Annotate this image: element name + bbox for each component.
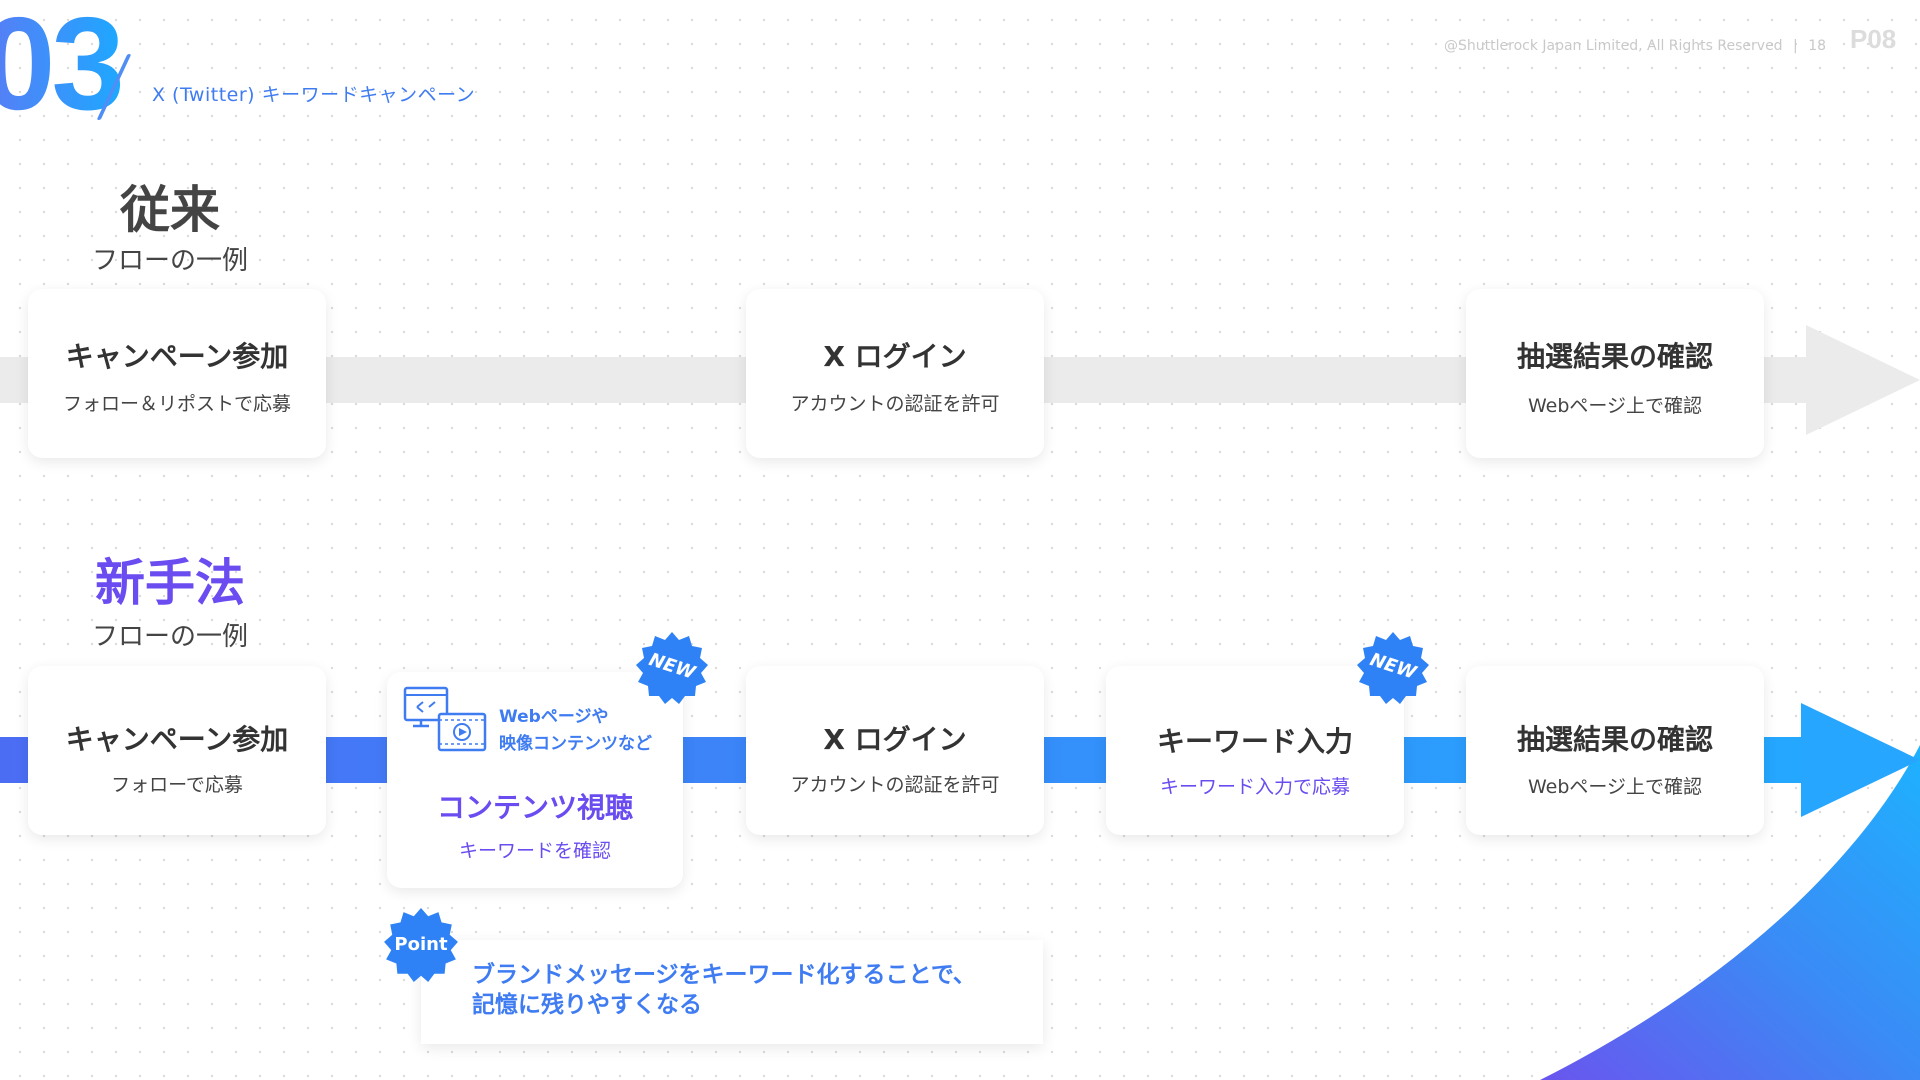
new-step-keyword-input: キーワード入力 キーワード入力で応募 [1106, 666, 1404, 835]
copyright-text: @Shuttlerock Japan Limited, All Rights R… [1444, 38, 1826, 54]
traditional-step-x-login: X ログイン アカウントの認証を許可 [746, 289, 1044, 458]
point-callout-text: ブランドメッセージをキーワード化することで、 記憶に残りやすくなる [472, 962, 976, 1018]
new-method-title: 新手法 [95, 554, 245, 612]
new-badge-icon: NEW [634, 630, 710, 706]
step-title: X ログイン [823, 723, 967, 756]
content-icon-caption: Webページや 映像コンテンツなど [499, 707, 652, 754]
new-flow-arrow-head [1801, 703, 1920, 817]
traditional-step-result: 抽選結果の確認 Webページ上で確認 [1466, 289, 1764, 458]
traditional-subtitle: フローの一例 [91, 246, 248, 276]
traditional-title: 従来 [120, 181, 220, 239]
browser-window-icon [403, 686, 487, 752]
point-badge-icon: Point [382, 906, 460, 984]
step-title: キャンペーン参加 [65, 340, 289, 373]
point-callout-box [421, 940, 1043, 1044]
point-badge-label: Point [394, 934, 448, 955]
page-number-small: 18 [1808, 38, 1827, 54]
new-step-x-login: X ログイン アカウントの認証を許可 [746, 666, 1044, 835]
step-title: 抽選結果の確認 [1516, 340, 1713, 373]
step-desc: Webページ上で確認 [1527, 395, 1703, 417]
step-title: キーワード入力 [1156, 725, 1353, 758]
step-desc: Webページ上で確認 [1527, 776, 1703, 798]
step-title: コンテンツ視聴 [436, 791, 633, 824]
new-step-campaign: キャンペーン参加 フォローで応募 [28, 666, 326, 835]
page-code: P08 [1850, 24, 1897, 54]
step-desc: フォローで応募 [111, 774, 243, 796]
traditional-flow-arrow-head [1806, 325, 1920, 435]
new-method-subtitle: フローの一例 [91, 622, 248, 652]
new-badge-icon: NEW [1355, 630, 1431, 706]
copyright-label: @Shuttlerock Japan Limited, All Rights R… [1444, 38, 1783, 54]
step-desc: キーワード入力で応募 [1159, 776, 1350, 798]
traditional-step-campaign: キャンペーン参加 フォロー＆リポストで応募 [28, 289, 326, 458]
video-player-icon [437, 712, 487, 752]
step-desc: アカウントの認証を許可 [790, 774, 1000, 796]
step-title: キャンペーン参加 [65, 723, 289, 756]
step-desc: キーワードを確認 [458, 840, 611, 862]
section-title: X (Twitter) キーワードキャンペーン [152, 84, 476, 106]
copyright-divider: | [1793, 38, 1798, 54]
step-title: X ログイン [823, 340, 967, 373]
step-title: 抽選結果の確認 [1516, 723, 1713, 756]
step-desc: フォロー＆リポストで応募 [62, 393, 291, 415]
new-step-content-view: Webページや 映像コンテンツなど コンテンツ視聴 キーワードを確認 [387, 672, 683, 888]
new-step-result: 抽選結果の確認 Webページ上で確認 [1466, 666, 1764, 835]
step-desc: アカウントの認証を許可 [790, 393, 1000, 415]
